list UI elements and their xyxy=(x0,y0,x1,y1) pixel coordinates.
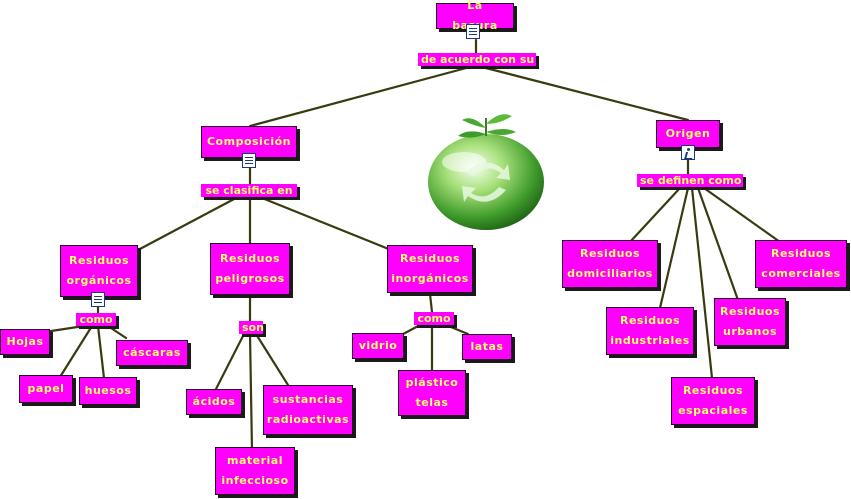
connector-line xyxy=(58,324,94,379)
recycle-globe-image xyxy=(428,114,544,230)
connector-line xyxy=(248,65,472,128)
node-residuos-inorganicos[interactable]: Residuos inorgánicos xyxy=(387,245,473,293)
connector-line xyxy=(254,332,290,387)
connector-line xyxy=(106,324,128,340)
node-latas[interactable]: latas xyxy=(462,334,512,360)
node-composicion[interactable]: Composición xyxy=(201,126,297,158)
node-label: Hojas xyxy=(6,335,44,348)
connector-line xyxy=(444,323,470,336)
connector-line xyxy=(214,332,246,391)
node-acidos[interactable]: ácidos xyxy=(186,389,242,415)
node-residuos-organicos[interactable]: Residuos orgánicos xyxy=(60,245,138,297)
connector-line xyxy=(136,196,238,252)
connector-line xyxy=(480,65,690,122)
node-label: cáscaras xyxy=(123,346,181,359)
connector-line xyxy=(428,292,434,314)
node-label: Residuos inorgánicos xyxy=(391,252,469,285)
link-son: son xyxy=(239,321,264,334)
node-residuos-comerciales[interactable]: Residuos comerciales xyxy=(755,240,847,288)
node-label: Residuos urbanos xyxy=(719,305,781,338)
node-label: Residuos peligrosos xyxy=(215,252,285,285)
node-sustancias-radioactivas[interactable]: sustancias radioactivas xyxy=(263,385,353,435)
connector-line xyxy=(248,332,254,452)
node-cascaras[interactable]: cáscaras xyxy=(116,340,188,366)
node-origen[interactable]: Origen xyxy=(656,120,720,148)
connector-line xyxy=(260,196,398,254)
node-label: latas xyxy=(470,340,504,353)
connector-line xyxy=(96,324,106,380)
document-icon[interactable] xyxy=(91,292,105,307)
connector-line xyxy=(696,186,740,302)
link-de-acuerdo-con-su: de acuerdo con su xyxy=(418,53,536,66)
connector-line xyxy=(658,186,690,310)
node-hojas[interactable]: Hojas xyxy=(0,329,50,355)
node-la-basura[interactable]: La basura xyxy=(436,0,514,32)
node-residuos-domiciliarios[interactable]: Residuos domiciliarios xyxy=(562,240,658,288)
node-plastico-telas[interactable]: plástico telas xyxy=(398,370,466,416)
link-se-clasifica-en: se clasifica en xyxy=(201,184,297,197)
node-label: sustancias radioactivas xyxy=(266,393,350,426)
node-material-infeccioso[interactable]: material infeccioso xyxy=(215,447,295,495)
node-residuos-peligrosos[interactable]: Residuos peligrosos xyxy=(210,243,290,295)
connector-line xyxy=(702,186,782,244)
connector-line xyxy=(690,186,714,380)
node-vidrio[interactable]: vidrio xyxy=(352,333,404,359)
link-como-organicos: como xyxy=(76,313,116,326)
node-label: Residuos comerciales xyxy=(761,247,841,280)
node-papel[interactable]: papel xyxy=(19,375,73,403)
node-label: Composición xyxy=(206,135,292,148)
node-label: vidrio xyxy=(358,339,398,352)
node-residuos-espaciales[interactable]: Residuos espaciales xyxy=(671,377,755,425)
node-label: papel xyxy=(27,382,65,395)
person-icon[interactable] xyxy=(681,145,695,160)
node-label: Residuos industriales xyxy=(610,314,690,347)
document-icon[interactable] xyxy=(466,24,480,39)
node-huesos[interactable]: huesos xyxy=(79,377,137,405)
node-label: plástico telas xyxy=(405,376,459,409)
node-label: Residuos domiciliarios xyxy=(567,247,653,280)
connector-line xyxy=(628,186,682,244)
node-label: huesos xyxy=(84,384,132,397)
node-label: ácidos xyxy=(192,395,236,408)
node-residuos-industriales[interactable]: Residuos industriales xyxy=(606,307,694,355)
node-label: Origen xyxy=(665,127,711,140)
document-icon[interactable] xyxy=(242,153,256,168)
node-label: Residuos orgánicos xyxy=(66,254,132,287)
node-label: material infeccioso xyxy=(221,454,289,487)
link-como-inorganicos: como xyxy=(414,312,454,325)
link-se-definen-como: se definen como xyxy=(637,174,743,187)
node-residuos-urbanos[interactable]: Residuos urbanos xyxy=(714,298,786,346)
node-label: Residuos espaciales xyxy=(678,384,748,417)
